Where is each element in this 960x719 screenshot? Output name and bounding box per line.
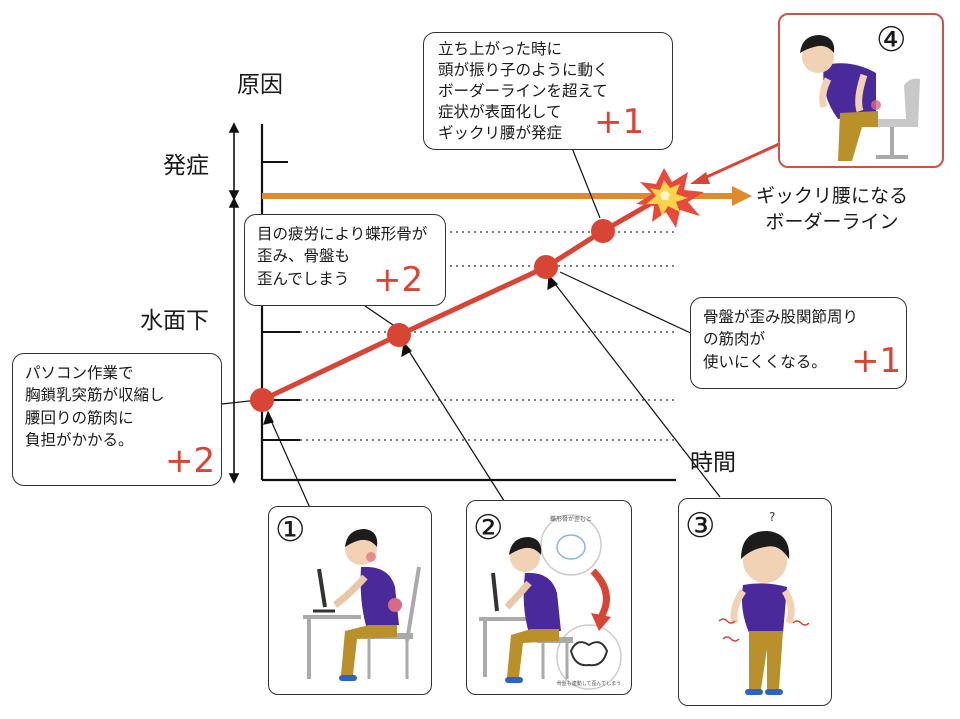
- callout-4-line: ギックリ腰が発症: [438, 124, 563, 143]
- callout-3-line: 使いにくくなる。: [703, 352, 827, 371]
- person-back-pain-standing-icon: [800, 35, 920, 161]
- panel-3-question-mark: ?: [769, 510, 775, 524]
- zone-label-underwater: 水面下: [140, 308, 209, 334]
- person-hip-pain-icon: ?: [718, 510, 810, 695]
- person-at-computer-icon: [303, 529, 421, 681]
- dot-3: [534, 255, 558, 279]
- callout-2-line: 歪み、骨盤も: [257, 247, 351, 266]
- y-axis-title: 原因: [237, 72, 283, 98]
- panel-2: ② 蝶形骨が歪むと 骨盤も連動: [466, 500, 632, 695]
- callout-3: 骨盤が歪み股関節周り の筋肉が 使いにくくなる。 +1: [690, 297, 907, 389]
- panel-2-note-top: 蝶形骨が歪むと: [550, 515, 592, 523]
- panel-1: ①: [268, 506, 432, 695]
- panel-4-number: ④: [876, 20, 907, 60]
- callout-1-line: 腰回りの筋肉に: [25, 408, 134, 427]
- callout-3-line: の筋肉が: [703, 330, 766, 349]
- panel-4: ④: [778, 13, 944, 168]
- dot-2: [387, 323, 411, 347]
- callout-3-score: +1: [851, 341, 902, 381]
- callout-1-line: 胸鎖乳突筋が収縮し: [25, 386, 165, 405]
- callout-2-line: 目の疲労により蝶形骨が: [257, 225, 428, 243]
- x-axis-title: 時間: [690, 450, 736, 476]
- zone-arrows: [228, 122, 240, 484]
- panel-1-number: ①: [275, 510, 306, 550]
- callout-2-score: +2: [373, 260, 424, 300]
- zone-label-onset: 発症: [163, 153, 209, 179]
- callout-4-score: +1: [594, 102, 645, 142]
- borderline-label-line1: ギックリ腰になる: [756, 185, 909, 207]
- callout-1-score: +2: [165, 441, 216, 481]
- person-at-computer-pelvis-icon: 蝶形骨が歪むと 骨盤も連動して歪んでしまう: [479, 514, 622, 690]
- callout-3-line: 骨盤が歪み股関節周り: [703, 308, 859, 326]
- borderline-label: ギックリ腰になる ボーダーライン: [756, 184, 908, 235]
- dot-1: [250, 388, 274, 412]
- callout-4: 立ち上がった時に 頭が振り子のように動く ボーダーラインを超えて 症状が表面化し…: [423, 32, 673, 150]
- borderline-label-line2: ボーダーライン: [765, 210, 899, 233]
- pointer-lines: [221, 147, 721, 509]
- callout-1-line: パソコン作業で: [25, 364, 134, 382]
- dot-4: [591, 219, 615, 243]
- panel-3-number: ③: [685, 506, 716, 546]
- callout-4-line: 頭が振り子のように動く: [438, 61, 609, 80]
- progress-dots: [250, 219, 615, 412]
- callout-4-line: 立ち上がった時に: [438, 40, 563, 58]
- panel-2-number: ②: [473, 508, 504, 548]
- callout-4-line: 症状が表面化して: [438, 103, 562, 122]
- panel-3: ③ ?: [678, 498, 832, 706]
- explosion-burst-icon: [636, 168, 704, 228]
- callout-2: 目の疲労により蝶形骨が 歪み、骨盤も 歪んでしまう +2: [244, 214, 446, 306]
- callout-1: パソコン作業で 胸鎖乳突筋が収縮し 腰回りの筋肉に 負担がかかる。 +2: [12, 353, 222, 486]
- panel-2-note-bottom: 骨盤も連動して歪んでしまう: [557, 680, 622, 687]
- callout-4-line: ボーダーラインを超えて: [438, 82, 608, 101]
- callout-2-line: 歪んでしまう: [257, 269, 350, 288]
- callout-1-line: 負担がかかる。: [25, 431, 134, 450]
